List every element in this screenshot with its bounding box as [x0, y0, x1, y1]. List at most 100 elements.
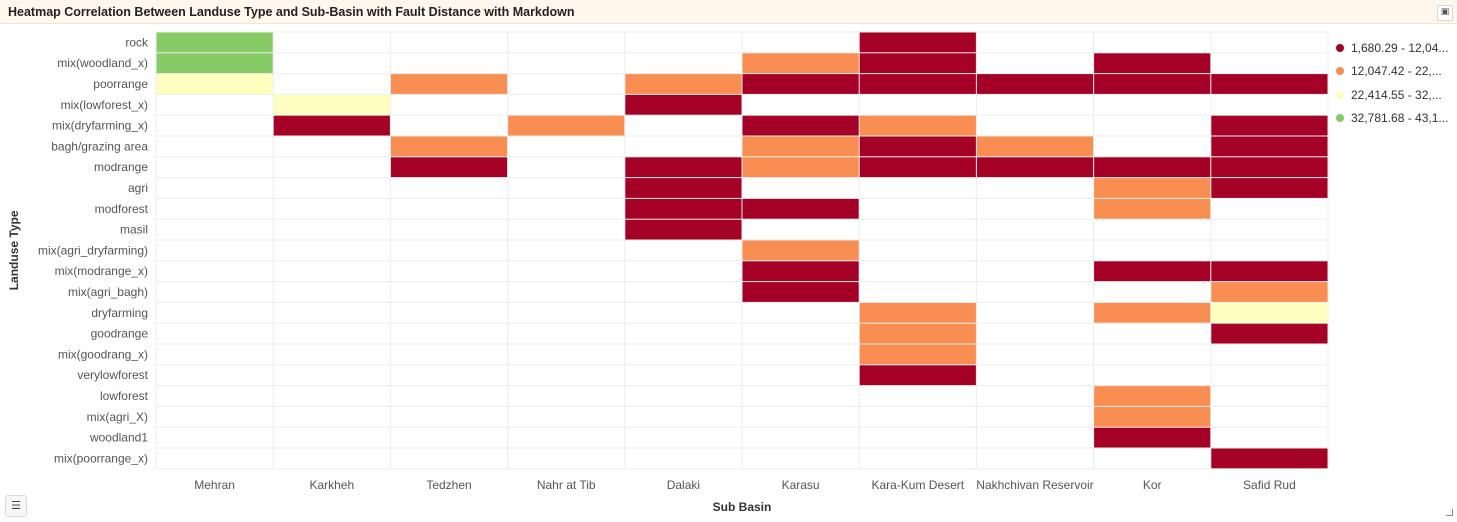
heatmap-cell[interactable]	[859, 115, 976, 136]
heatmap-cell[interactable]	[1211, 178, 1328, 198]
y-tick-label: lowforest	[100, 389, 149, 403]
y-tick-label: agri	[128, 181, 148, 195]
heatmap-cell[interactable]	[1211, 261, 1328, 282]
heatmap-cell[interactable]	[156, 53, 273, 74]
x-tick-label: Karasu	[782, 478, 820, 492]
y-tick-label: mix(lowforest_x)	[61, 98, 148, 112]
heatmap-cell[interactable]	[859, 323, 976, 344]
heatmap-cell[interactable]	[859, 157, 976, 178]
heatmap-cell[interactable]	[742, 282, 859, 302]
heatmap-cell[interactable]	[1094, 157, 1211, 178]
heatmap-cell[interactable]	[742, 53, 859, 74]
heatmap-cell[interactable]	[625, 74, 742, 94]
heatmap-cell[interactable]	[508, 115, 625, 136]
heatmap-cell[interactable]	[859, 344, 976, 365]
heatmap-cell[interactable]	[742, 115, 859, 136]
y-tick-label: rock	[125, 35, 149, 49]
legend-swatch	[1336, 67, 1344, 76]
heatmap-cell[interactable]	[859, 32, 976, 53]
legend-item[interactable]: 32,781.68 - 43,1...	[1336, 107, 1454, 131]
legend-label: 12,047.42 - 22,...	[1351, 64, 1442, 79]
legend-swatch	[1336, 114, 1344, 123]
heatmap-cell[interactable]	[1094, 386, 1211, 406]
x-tick-label: Dalaki	[667, 478, 700, 492]
legend-item[interactable]: 22,414.55 - 32,...	[1336, 83, 1454, 107]
heatmap-cell[interactable]	[390, 157, 508, 178]
heatmap-cell[interactable]	[1211, 323, 1328, 344]
heatmap-cell[interactable]	[625, 198, 742, 219]
heatmap-cell[interactable]	[1094, 261, 1211, 282]
x-tick-label: Safid Rud	[1243, 478, 1296, 492]
heatmap-cell[interactable]	[1094, 427, 1211, 448]
heatmap-cell[interactable]	[156, 32, 273, 53]
heatmap-cell[interactable]	[742, 157, 859, 178]
y-tick-label: modforest	[95, 202, 149, 216]
heatmap-cell[interactable]	[1211, 282, 1328, 302]
legend-label: 1,680.29 - 12,04...	[1351, 40, 1449, 55]
heatmap-cell[interactable]	[1211, 74, 1328, 94]
y-tick-label: verylowforest	[77, 368, 148, 382]
table-view-icon[interactable]: ☰	[5, 495, 27, 517]
legend-swatch	[1336, 90, 1344, 99]
y-tick-label: mix(modrange_x)	[55, 264, 148, 278]
y-tick-label: goodrange	[91, 327, 149, 341]
heatmap-cell[interactable]	[1211, 157, 1328, 178]
heatmap-cell[interactable]	[1094, 302, 1211, 323]
x-tick-label: Kor	[1143, 478, 1162, 492]
x-axis-title: Sub Basin	[713, 500, 772, 514]
heatmap-cell[interactable]	[1211, 115, 1328, 136]
x-tick-label: Kara-Kum Desert	[871, 478, 964, 492]
legend-label: 22,414.55 - 32,...	[1351, 87, 1442, 102]
legend-item[interactable]: 12,047.42 - 22,...	[1336, 60, 1454, 84]
y-tick-label: mix(dryfarming_x)	[52, 119, 148, 133]
heatmap-cell[interactable]	[976, 74, 1094, 94]
y-axis-title: Landuse Type	[7, 210, 21, 290]
heatmap-cell[interactable]	[273, 94, 390, 115]
heatmap-cell[interactable]	[859, 74, 976, 94]
y-tick-label: poorrange	[93, 77, 148, 91]
heatmap-cell[interactable]	[742, 261, 859, 282]
heatmap-cell[interactable]	[273, 115, 390, 136]
heatmap-cell[interactable]	[625, 178, 742, 198]
x-tick-label: Nakhchivan Reservoir	[976, 478, 1093, 492]
heatmap-cell[interactable]	[625, 157, 742, 178]
heatmap-cell[interactable]	[1094, 406, 1211, 427]
heatmap-cell[interactable]	[625, 219, 742, 240]
x-tick-label: Nahr at Tib	[537, 478, 596, 492]
x-tick-label: Mehran	[194, 478, 235, 492]
heatmap-cell[interactable]	[1211, 136, 1328, 157]
legend-swatch	[1336, 43, 1344, 52]
x-tick-label: Tedzhen	[426, 478, 471, 492]
heatmap-cell[interactable]	[1211, 448, 1328, 469]
heatmap-cell[interactable]	[742, 136, 859, 157]
legend-item[interactable]: 1,680.29 - 12,04...	[1336, 36, 1454, 60]
y-tick-label: mix(agri_dryfarming)	[38, 243, 148, 257]
heatmap-cell[interactable]	[859, 53, 976, 74]
heatmap-cell[interactable]	[1094, 198, 1211, 219]
heatmap-cell[interactable]	[976, 136, 1094, 157]
y-tick-label: masil	[120, 223, 148, 237]
legend: 1,680.29 - 12,04... 12,047.42 - 22,... 22,…	[1336, 36, 1454, 130]
heatmap-cell[interactable]	[859, 365, 976, 386]
y-tick-label: modrange	[94, 160, 148, 174]
resize-handle-icon[interactable]	[1446, 509, 1453, 516]
legend-label: 32,781.68 - 43,1...	[1351, 111, 1449, 126]
heatmap-cell[interactable]	[156, 74, 273, 94]
heatmap-cell[interactable]	[625, 94, 742, 115]
heatmap-cell[interactable]	[1094, 53, 1211, 74]
heatmap-cell[interactable]	[742, 198, 859, 219]
heatmap-cell[interactable]	[742, 74, 859, 94]
heatmap-cell[interactable]	[976, 157, 1094, 178]
y-tick-label: mix(woodland_x)	[57, 56, 148, 70]
heatmap-cell[interactable]	[742, 240, 859, 261]
heatmap-cell[interactable]	[1094, 74, 1211, 94]
heatmap-cell[interactable]	[859, 302, 976, 323]
focus-mode-icon[interactable]: ▣	[1437, 5, 1453, 21]
x-tick-label: Karkheh	[309, 478, 354, 492]
heatmap-cell[interactable]	[390, 136, 508, 157]
heatmap-cell[interactable]	[1211, 302, 1328, 323]
heatmap-cell[interactable]	[390, 74, 508, 94]
heatmap-cell[interactable]	[859, 136, 976, 157]
heatmap-cell[interactable]	[1094, 178, 1211, 198]
y-tick-label: mix(agri_bagh)	[68, 285, 148, 299]
